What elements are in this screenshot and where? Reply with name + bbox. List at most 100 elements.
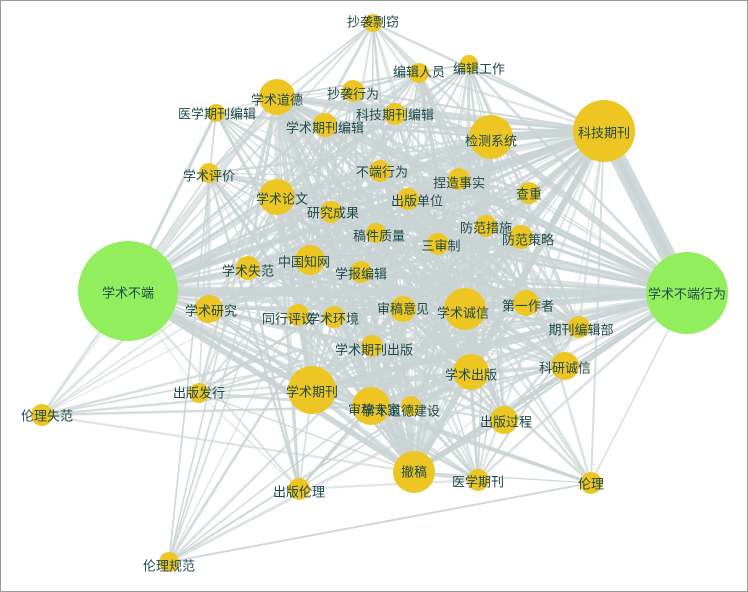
node-label-n39: 伦理失范 (21, 410, 73, 425)
node-n3[interactable] (460, 55, 478, 73)
node-layer (31, 14, 728, 572)
edge-n2-n7 (323, 71, 421, 127)
edge-n44-n46 (297, 478, 480, 491)
edge-n38-n44 (310, 388, 480, 482)
edge-n39-n41 (40, 404, 413, 417)
node-label-n30: 审稿意见 (377, 302, 429, 318)
node-label-n6: 抄袭行为 (327, 88, 379, 103)
node-n4[interactable] (207, 104, 225, 122)
edge-n16-n33 (406, 197, 581, 329)
node-n33[interactable] (568, 316, 590, 338)
node-n31[interactable] (444, 288, 486, 330)
node-n44[interactable] (467, 469, 489, 491)
node-label-n44: 医学期刊 (452, 475, 504, 491)
node-label-n12: 不端行为 (356, 166, 408, 181)
node-n45[interactable] (580, 472, 602, 494)
node-label-n26: 学术不端行为 (648, 287, 726, 303)
node-n16[interactable] (397, 188, 419, 210)
node-n19[interactable] (366, 223, 386, 243)
node-n28[interactable] (287, 304, 309, 326)
node-n35[interactable] (551, 352, 579, 380)
edge-n43-n45 (413, 471, 592, 484)
node-n27[interactable] (195, 295, 223, 323)
node-label-n38: 学术期刊 (286, 385, 338, 401)
node-n21[interactable] (427, 233, 449, 255)
node-n24[interactable] (350, 261, 372, 283)
edge-n6-n15 (276, 90, 354, 198)
node-n12[interactable] (369, 160, 391, 182)
node-label-n31: 学术诚信 (437, 306, 489, 322)
edge-n16-n23 (247, 198, 409, 269)
node-label-n13: 捏造事实 (433, 177, 485, 192)
edge-n31-n38 (310, 307, 467, 392)
node-n8[interactable] (384, 103, 406, 125)
node-label-n32: 第一作者 (502, 300, 554, 315)
node-n14[interactable] (518, 182, 540, 204)
node-label-n10: 科技期刊 (578, 127, 630, 142)
node-n29[interactable] (323, 306, 345, 328)
edge-n13-n26 (457, 177, 689, 295)
node-n47[interactable] (159, 552, 179, 572)
node-n18[interactable] (475, 215, 497, 237)
node-n1[interactable] (364, 14, 382, 32)
edge-n16-n43 (407, 198, 415, 473)
edge-n10-n15 (273, 127, 608, 201)
edge-n5-n9 (275, 95, 493, 139)
node-label-n17: 研究成果 (307, 207, 359, 222)
edge-n41-n44 (409, 404, 480, 482)
edge-n31-n39 (40, 307, 467, 417)
node-n15[interactable] (259, 179, 295, 215)
node-label-n23: 学术失范 (222, 264, 274, 280)
node-n36[interactable] (453, 354, 489, 390)
edge-n25-n10 (124, 127, 608, 295)
node-n43[interactable] (393, 451, 435, 493)
edge-n32-n38 (310, 301, 528, 392)
node-n46[interactable] (288, 478, 310, 500)
node-label-n9: 检测系统 (465, 135, 517, 150)
edge-n36-n38 (309, 369, 474, 393)
node-n13[interactable] (448, 168, 470, 190)
node-n34[interactable] (361, 335, 383, 357)
node-n10[interactable] (573, 100, 635, 162)
node-n11[interactable] (199, 163, 219, 183)
node-n32[interactable] (513, 290, 539, 316)
node-n38[interactable] (288, 366, 336, 414)
edge-n39-n43 (40, 413, 416, 474)
edge-n25-n26 (123, 286, 692, 298)
node-label-n19: 稿件质量 (353, 229, 405, 245)
node-n37[interactable] (189, 383, 209, 403)
node-label-n21: 三审制 (421, 240, 460, 255)
edge-n3-n5 (276, 63, 470, 98)
node-label-n20: 防范策略 (502, 233, 554, 249)
node-label-n7: 学术期刊编辑 (286, 121, 364, 137)
node-n42[interactable] (490, 406, 518, 434)
edge-n21-n26 (436, 242, 689, 295)
edge-n13-n15 (275, 177, 461, 199)
node-n7[interactable] (313, 113, 337, 137)
node-n17[interactable] (320, 201, 342, 223)
node-label-n16: 出版单位 (391, 195, 443, 210)
node-n39[interactable] (31, 404, 53, 426)
edge-n17-n39 (41, 211, 332, 416)
node-n30[interactable] (390, 296, 416, 322)
node-label-n27: 学术研究 (185, 304, 237, 320)
edge-n35-n41 (409, 364, 567, 408)
node-n5[interactable] (259, 79, 295, 115)
node-n6[interactable] (342, 80, 364, 102)
node-n9[interactable] (469, 115, 513, 159)
node-label-n22: 中国知网 (278, 255, 330, 271)
edge-n29-n35 (333, 316, 566, 367)
edge-n38-n39 (40, 388, 314, 417)
node-label-n2: 编辑人员 (393, 66, 445, 81)
node-n23[interactable] (236, 256, 260, 280)
node-n20[interactable] (509, 225, 533, 249)
node-n2[interactable] (409, 63, 429, 83)
node-label-n43: 撤稿 (401, 465, 427, 481)
node-n25[interactable] (78, 241, 178, 341)
node-n40[interactable] (352, 387, 390, 425)
node-n26[interactable] (646, 252, 728, 334)
edge-n6-n10 (351, 89, 606, 133)
node-n22[interactable] (295, 245, 325, 275)
node-n41[interactable] (401, 396, 421, 416)
edge-n22-n26 (308, 258, 689, 295)
